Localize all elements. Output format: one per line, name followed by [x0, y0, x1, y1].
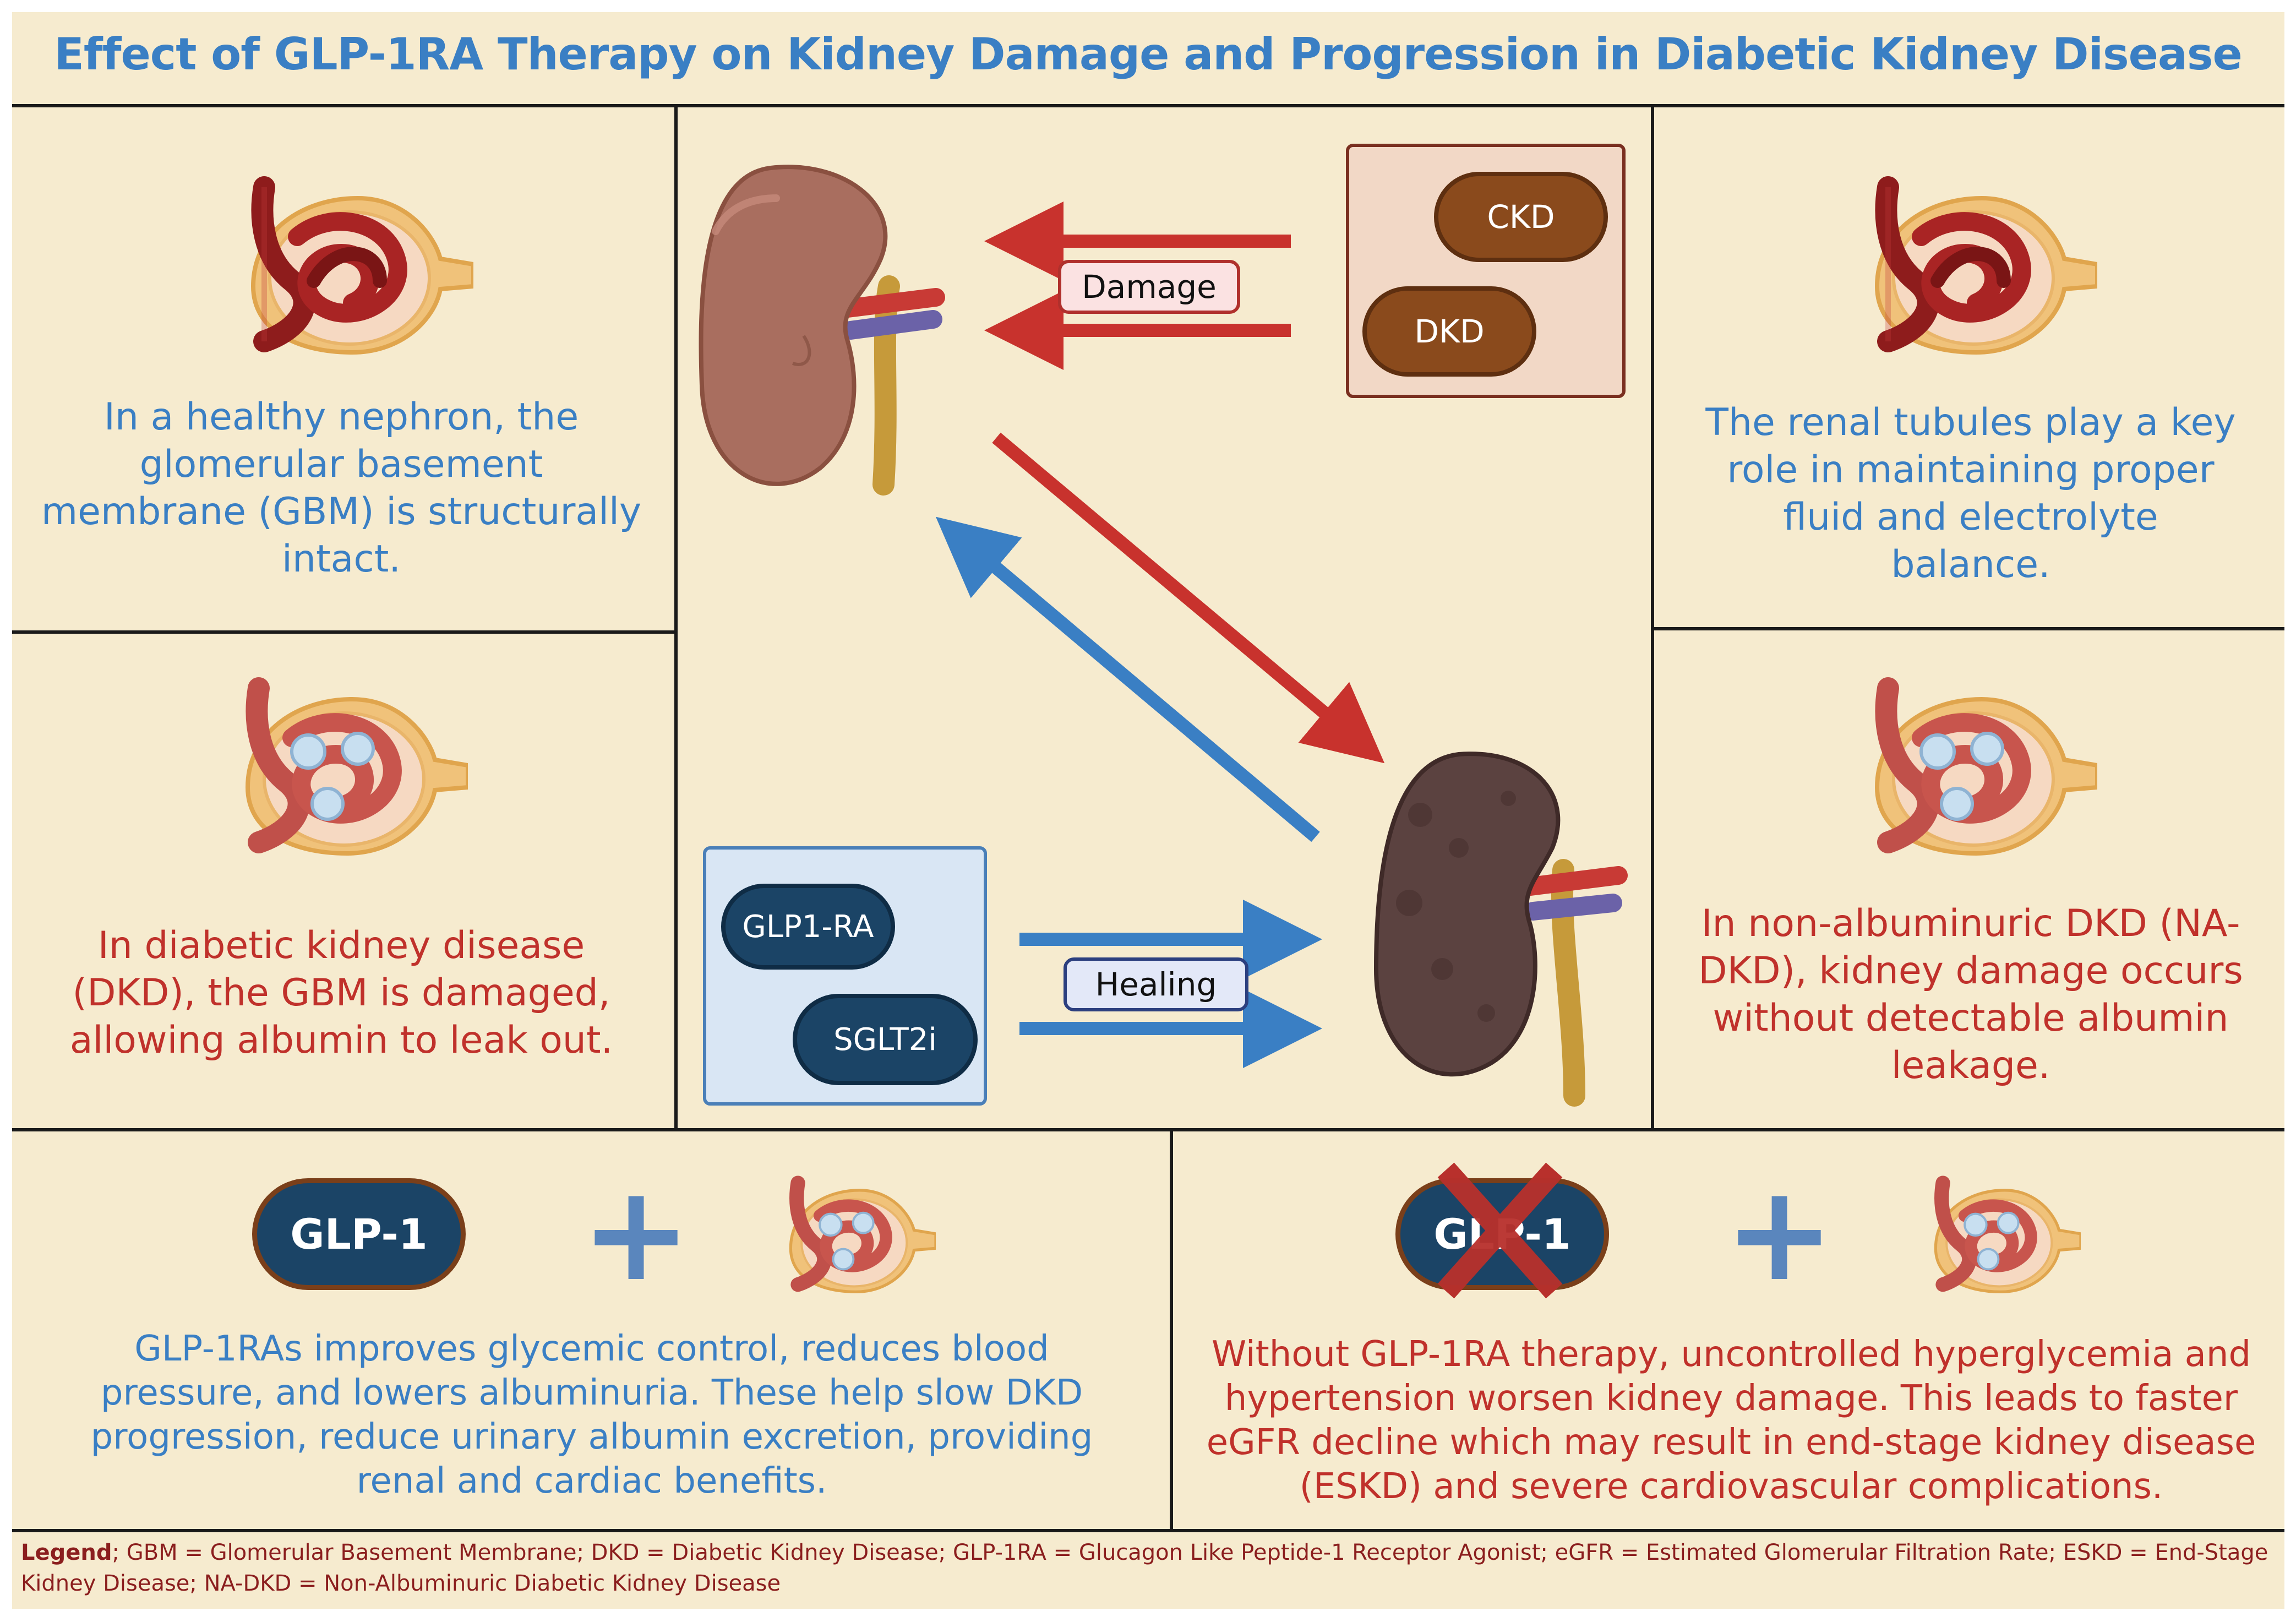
caption-line: The renal tubules play a key	[1705, 401, 2236, 444]
healthy-nephron-caption: In a healthy nephron, the glomerular bas…	[22, 394, 661, 583]
recovery-arrow	[935, 516, 1320, 842]
healing-label: Healing	[1095, 966, 1217, 1003]
caption-line: intact.	[282, 537, 401, 581]
na-dkd-caption: In non-albuminuric DKD (NA- DKD), kidney…	[1662, 900, 2279, 1090]
caption-line: (ESKD) and severe cardiovascular complic…	[1299, 1466, 2163, 1507]
renal-tubules-caption: The renal tubules play a key role in mai…	[1662, 399, 2279, 589]
caption-line: balance.	[1891, 543, 2050, 586]
ckd-pill: CKD	[1434, 172, 1608, 262]
caption-line: In a healthy nephron, the	[103, 395, 579, 439]
glp1-benefit-caption: GLP-1RAs improves glycemic control, redu…	[22, 1327, 1161, 1503]
glp1-pill-absent: GLP-1	[1395, 1178, 1609, 1290]
kidney-healthy-icon	[699, 165, 945, 496]
caption-line: role in maintaining proper	[1727, 448, 2215, 492]
caption-line: (DKD), the GBM is damaged,	[72, 971, 610, 1015]
plus-icon: +	[581, 1156, 692, 1310]
caption-line: progression, reduce urinary albumin excr…	[90, 1417, 1093, 1457]
plus-icon: +	[1724, 1156, 1835, 1310]
no-glp1-caption: Without GLP-1RA therapy, uncontrolled hy…	[1184, 1332, 2279, 1509]
dkd-caption: In diabetic kidney disease (DKD), the GB…	[22, 922, 661, 1064]
legend-label: Legend	[21, 1540, 112, 1565]
page-title: Effect of GLP-1RA Therapy on Kidney Dama…	[54, 29, 2242, 80]
legend: Legend; GBM = Glomerular Basement Membra…	[21, 1537, 2278, 1599]
caption-line: Without GLP-1RA therapy, uncontrolled hy…	[1211, 1334, 2251, 1375]
caption-line: DKD), kidney damage occurs	[1698, 949, 2243, 993]
caption-line: In non-albuminuric DKD (NA-	[1701, 902, 2240, 945]
caption-line: without detectable albumin	[1713, 997, 2229, 1040]
glp1-ra-pill: GLP1-RA	[721, 884, 895, 970]
caption-line: hypertension worsen kidney damage. This …	[1224, 1378, 2238, 1419]
progression-arrow	[992, 432, 1385, 764]
caption-line: membrane (GBM) is structurally	[41, 490, 642, 534]
damage-label: Damage	[1082, 268, 1217, 306]
sglt2i-pill: SGLT2i	[793, 994, 978, 1085]
caption-line: glomerular basement	[139, 443, 543, 486]
caption-line: pressure, and lowers albuminuria. These …	[100, 1373, 1083, 1413]
caption-line: eGFR decline which may result in end-sta…	[1206, 1422, 2256, 1463]
caption-line: allowing albumin to leak out.	[69, 1019, 613, 1062]
kidney-diseased-icon	[1373, 752, 1628, 1107]
caption-line: fluid and electrolyte	[1783, 496, 2158, 539]
caption-line: In diabetic kidney disease	[97, 924, 585, 967]
dkd-pill: DKD	[1362, 286, 1536, 377]
legend-text: ; GBM = Glomerular Basement Membrane; DK…	[21, 1540, 2268, 1596]
caption-line: GLP-1RAs improves glycemic control, redu…	[134, 1329, 1049, 1369]
glp1-pill: GLP-1	[252, 1178, 466, 1290]
caption-line: leakage.	[1891, 1044, 2050, 1087]
caption-line: renal and cardiac benefits.	[356, 1461, 827, 1501]
